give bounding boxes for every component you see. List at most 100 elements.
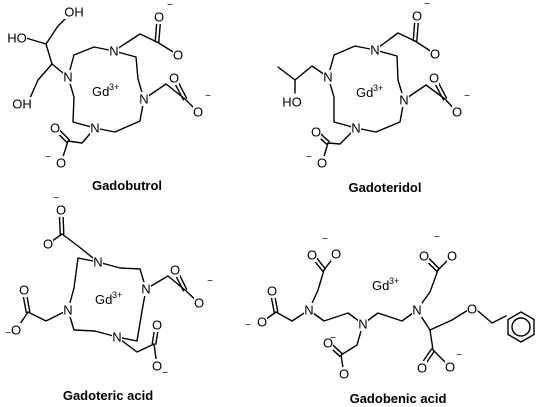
carboxylate-oxygen: O [331,247,341,262]
bond [477,310,507,324]
carboxylate-oxygen: O [257,315,267,330]
carboxylate-oxygen: O [193,105,203,120]
carbonyl-oxygen-mask [169,71,179,85]
benzene-ring [507,311,535,343]
bond [67,309,118,338]
caption-gadobenic-acid: Gadobenic acid [350,391,447,406]
carboxylate-oxygen-mask [331,247,341,261]
carboxylate-oxygen-mask [193,105,203,119]
carboxylate-oxygen: O [43,237,53,252]
carbonyl-oxygen: O [169,71,179,86]
carbonyl-oxygen-mask [417,361,427,375]
nitrogen-atom-mask [63,70,73,84]
gadolinium-ion: Gd [95,292,112,307]
bond [327,127,357,145]
carbonyl-oxygen-mask [154,10,164,24]
benzene-aromatic-circle [511,317,531,337]
nitrogen-atom-mask [93,255,103,269]
bond [116,336,155,353]
carboxylate-oxygen-mask [173,48,183,62]
carboxylate-oxygen: O [447,249,457,264]
carbonyl-oxygen: O [307,248,317,263]
nitrogen-atom: N [109,44,118,59]
bond [25,37,47,45]
negative-charge: − [45,152,51,163]
nitrogen-atom-mask [112,330,122,344]
bond [67,46,115,78]
nitrogen-atom: N [93,255,102,270]
gadolinium-charge: 3+ [109,82,119,92]
carbonyl-oxygen: O [56,203,66,218]
carbonyl-oxygen-mask [267,284,277,298]
carboxylate-oxygen-mask [56,156,66,170]
carbonyl-oxygen: O [152,318,162,333]
carbonyl-oxygen: O [154,10,164,25]
carboxylate-oxygen: O [152,359,162,374]
carboxylate-oxygen-mask [339,367,349,381]
negative-charge: − [330,333,336,344]
carboxylate-oxygen: O [430,47,440,62]
carboxylate-oxygen: O [173,48,183,63]
carbonyl-oxygen: O [50,121,60,136]
carbonyl-oxygen-mask [19,283,29,297]
bond [116,288,147,342]
bond [275,309,310,322]
carboxylate-oxygen-mask [194,296,204,310]
bond [327,76,357,129]
negative-charge: − [5,328,11,339]
gadolinium-ion: Gd [372,278,389,293]
carbonyl-oxygen-mask [311,125,321,139]
carbonyl-oxygen: O [311,125,321,140]
carbonyl-oxygen-mask [429,71,439,85]
carboxylate-oxygen-mask [430,47,440,61]
gadolinium-charge: 3+ [373,83,383,93]
bond [67,76,96,129]
nitrogen-atom-mask [358,317,368,331]
nitrogen-atom: N [90,121,99,136]
carboxylate-oxygen: O [339,367,349,382]
nitrogen-atom-mask [370,43,380,57]
carboxylate-oxygen-mask [11,323,21,337]
bond [403,84,446,101]
nitrogen-atom: N [358,317,367,332]
hydroxyl-group-mask [7,31,27,45]
nitrogen-atom-mask [323,70,333,84]
carbonyl-oxygen: O [323,336,333,351]
negative-charge: − [162,368,168,379]
bond [27,309,69,322]
ether-oxygen-mask [467,302,477,316]
nitrogen-atom: N [412,303,421,318]
nitrogen-atom: N [399,93,408,108]
carbonyl-oxygen: O [429,71,439,86]
negative-charge: − [207,276,213,287]
nitrogen-atom: N [304,303,313,318]
carbonyl-oxygen-mask [152,318,162,332]
caption-gadoteric-acid: Gadoteric acid [63,388,153,403]
bond [429,309,469,331]
nitrogen-atom-mask [399,93,409,107]
caption-gadobutrol: Gadobutrol [92,178,162,193]
ether-oxygen: O [467,302,477,317]
bond [355,99,405,133]
nitrogen-atom-mask [139,92,149,106]
carboxylate-oxygen: O [445,360,455,375]
carbonyl-oxygen-mask [412,9,422,23]
carboxylate-oxygen: O [452,105,462,120]
hydroxyl-group: HO [282,95,302,110]
bond [143,83,186,100]
nitrogen-atom: N [63,303,72,318]
caption-gadoteridol: Gadoteridol [349,180,422,195]
hydroxyl-group-mask [12,97,32,111]
bond [429,329,449,366]
carbonyl-oxygen-mask [307,248,317,262]
bond [113,50,145,100]
gadolinium-charge: 3+ [112,290,122,300]
bond [362,309,418,325]
nitrogen-atom-mask [412,303,422,317]
negative-charge: − [322,234,328,245]
carboxylate-oxygen: O [11,323,21,338]
nitrogen-atom-mask [63,303,73,317]
nitrogen-atom-mask [351,121,361,135]
